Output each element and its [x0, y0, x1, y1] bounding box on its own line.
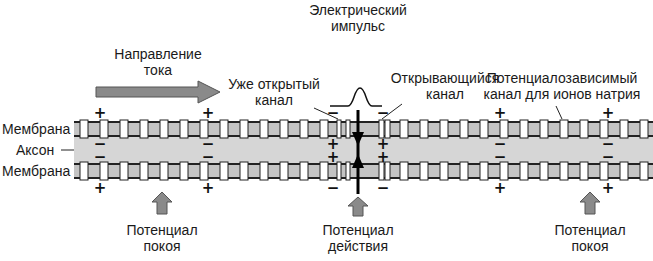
text-label: Мембрана: [2, 121, 70, 137]
charge-sign: −: [377, 180, 390, 196]
text-label: Электрический импульс: [298, 2, 418, 34]
charge-sign: +: [494, 180, 507, 196]
ion-channel: [400, 162, 408, 180]
charge-sign: +: [602, 105, 615, 121]
channel-group: [80, 120, 648, 180]
pointer-arrow: [580, 192, 600, 214]
ion-channel: [120, 162, 128, 180]
ion-channel: [300, 162, 308, 180]
leader-lines: [61, 104, 562, 150]
ion-channel: [460, 120, 468, 138]
ion-channel: [160, 120, 168, 138]
charge-sign: +: [377, 149, 390, 165]
ion-channel: [560, 120, 568, 138]
ion-channel: [280, 162, 288, 180]
ion-channel: [220, 162, 228, 180]
ion-channel: [520, 162, 528, 180]
ion-flow-line: [357, 110, 360, 194]
ion-channel: [420, 162, 428, 180]
charge-sign: −: [94, 149, 107, 165]
ion-channel: [520, 120, 528, 138]
axon-interior: [74, 136, 653, 164]
ion-channel: [260, 120, 268, 138]
ion-channel: [280, 120, 288, 138]
charge-sign: −: [202, 149, 215, 165]
ion-channel: [80, 162, 88, 180]
ion-channel: [440, 162, 448, 180]
impulse-curve: [330, 88, 382, 106]
ion-channel: [260, 162, 268, 180]
ion-channel: [400, 120, 408, 138]
ion-arrow: [352, 132, 364, 146]
text-label: Уже открытый канал: [222, 76, 326, 108]
ion-channel: [640, 162, 648, 180]
ion-channel: [140, 162, 148, 180]
ion-channel: [346, 120, 350, 138]
ion-channel: [560, 162, 568, 180]
ion-channel: [440, 120, 448, 138]
ion-channel: [480, 120, 488, 138]
charge-sign: −: [327, 180, 340, 196]
text-label: Потенциал покоя: [107, 222, 217, 254]
ion-channel: [120, 120, 128, 138]
ion-channel: [640, 120, 648, 138]
ion-arrow: [352, 154, 364, 168]
charge-sign: +: [202, 105, 215, 121]
ion-channel: [580, 162, 588, 180]
ion-channel: [240, 120, 248, 138]
ion-channel: [460, 162, 468, 180]
ion-channel: [180, 162, 188, 180]
text-label: Направление тока: [106, 46, 210, 78]
pointer-arrow: [152, 192, 172, 214]
charge-sign: +: [602, 180, 615, 196]
text-label: Потенциал покоя: [535, 222, 645, 254]
text-label: Потенциал действия: [298, 222, 418, 254]
ion-channel: [620, 120, 628, 138]
ion-channel: [220, 120, 228, 138]
text-label: Потенциалозависимый канал для ионов натр…: [474, 70, 650, 102]
ion-channel: [140, 120, 148, 138]
text-label: Мембрана: [2, 163, 70, 179]
ion-channel: [240, 162, 248, 180]
charge-sign: −: [327, 105, 340, 121]
ion-channel: [480, 162, 488, 180]
charge-sign: −: [377, 105, 390, 121]
charge-sign: +: [94, 105, 107, 121]
ion-channel: [80, 120, 88, 138]
charge-sign: −: [494, 149, 507, 165]
pointer-arrow: [348, 197, 368, 216]
ion-channel: [300, 120, 308, 138]
ion-channel: [180, 120, 188, 138]
charge-sign: +: [202, 180, 215, 196]
charge-sign: +: [94, 180, 107, 196]
ion-channel: [420, 120, 428, 138]
ion-channel: [540, 162, 548, 180]
charge-sign: +: [327, 149, 340, 165]
charge-sign: +: [494, 105, 507, 121]
charge-sign: −: [602, 149, 615, 165]
ion-channel: [540, 120, 548, 138]
text-label: Аксон: [16, 142, 54, 158]
ion-channel: [160, 162, 168, 180]
ion-channel: [580, 120, 588, 138]
ion-channel: [620, 162, 628, 180]
current-arrow: [96, 81, 220, 103]
ion-channel: [346, 162, 350, 180]
